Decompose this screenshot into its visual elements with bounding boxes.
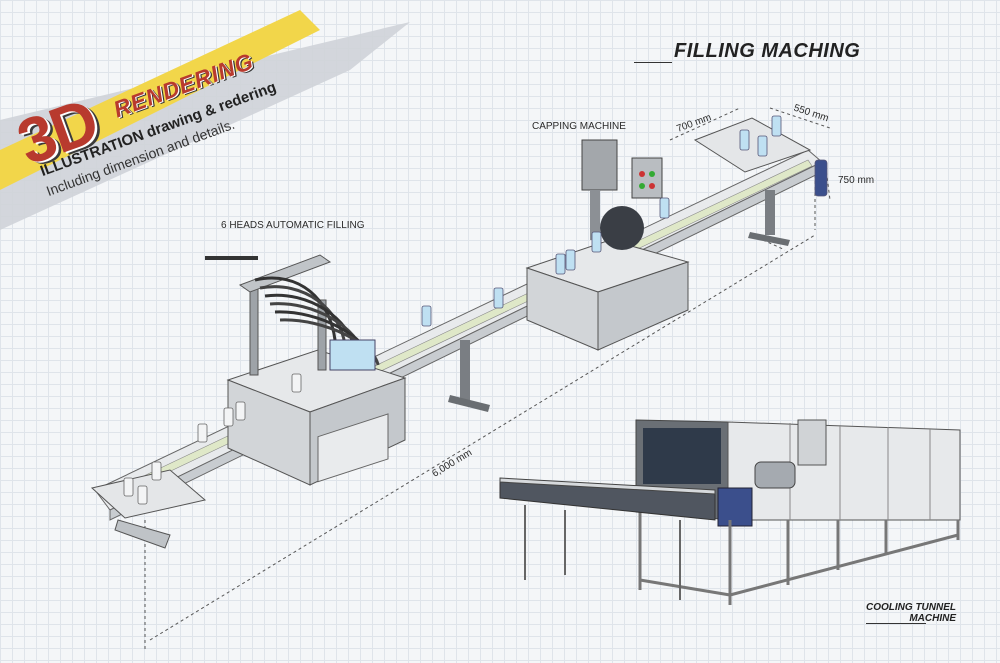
dimension-height: 750 mm xyxy=(838,175,875,186)
filling-cabinet xyxy=(205,254,407,486)
page-title: FILLING MACHING xyxy=(674,40,861,62)
capping-machine-label: CAPPING MACHINE xyxy=(532,121,626,132)
capping-cabinet xyxy=(525,139,690,351)
bottles xyxy=(123,373,302,505)
cooling-tunnel xyxy=(499,419,961,605)
banner-background xyxy=(0,10,410,230)
banner: 3D RENDERING ILLUSTRATION drawing & rede… xyxy=(0,0,420,230)
filled-bottles xyxy=(421,115,828,327)
cooling-tunnel-label-line2: MACHINE xyxy=(909,613,956,624)
cooling-tunnel-label: COOLING TUNNEL MACHINE xyxy=(866,602,956,624)
filling-heads-label: 6 HEADS AUTOMATIC FILLING xyxy=(221,220,365,231)
cooling-tunnel-label-line1: COOLING TUNNEL xyxy=(866,602,956,613)
title-underline xyxy=(634,62,672,63)
cooling-tunnel-underline xyxy=(866,623,926,624)
title-wrap: FILLING MACHING xyxy=(634,40,861,63)
